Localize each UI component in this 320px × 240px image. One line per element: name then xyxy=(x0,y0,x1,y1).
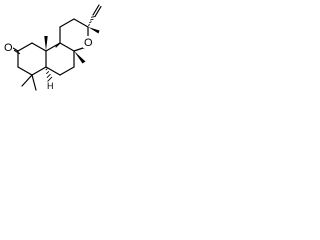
bond-c4-c5 xyxy=(31,66,47,76)
ring-oxygen-label: O xyxy=(84,37,93,49)
hash-bond-c5-h xyxy=(45,68,53,82)
wedge-methyl-c10 xyxy=(44,36,48,51)
bond-c12-c13 xyxy=(73,18,89,28)
bond-c7-c6 xyxy=(59,66,75,76)
bond-c9-c8 xyxy=(59,42,75,52)
bond-c4-methyl-b xyxy=(31,74,37,91)
bond-c10-c9 xyxy=(45,42,61,52)
bond-c10-c1 xyxy=(31,42,47,52)
ketone-double-bond xyxy=(12,47,21,55)
wedge-methyl-c13 xyxy=(88,27,100,34)
bond-c4-methyl-a xyxy=(21,74,33,87)
ring-oxygen-label-bg xyxy=(83,36,93,48)
bond-c11-c12 xyxy=(59,18,75,28)
ring-fusion-hydrogen-label: H xyxy=(47,81,54,91)
ring-a-bonds xyxy=(17,42,47,76)
bond-vinyl-ch-ch2 xyxy=(92,4,100,16)
bond-c1-c2 xyxy=(17,42,33,52)
molecule-structure-diagram: O O H xyxy=(3,4,102,91)
bond-vinyl-ch-ch2-inner xyxy=(94,5,102,18)
hash-bond-c13-vinyl xyxy=(88,16,96,27)
bond-c2-o-outer xyxy=(12,47,19,52)
ketone-oxygen-label: O xyxy=(4,42,13,54)
bond-c3-c4 xyxy=(17,66,33,76)
bond-c2-o-inner xyxy=(13,49,21,55)
ring-b-bonds xyxy=(45,42,75,76)
bond-c9-h xyxy=(55,42,61,48)
wedge-methyl-c8 xyxy=(74,51,86,64)
gem-dimethyl-c4 xyxy=(21,74,37,91)
ketone-oxygen-label-bg xyxy=(3,40,13,53)
bond-c6-c5 xyxy=(45,66,61,76)
